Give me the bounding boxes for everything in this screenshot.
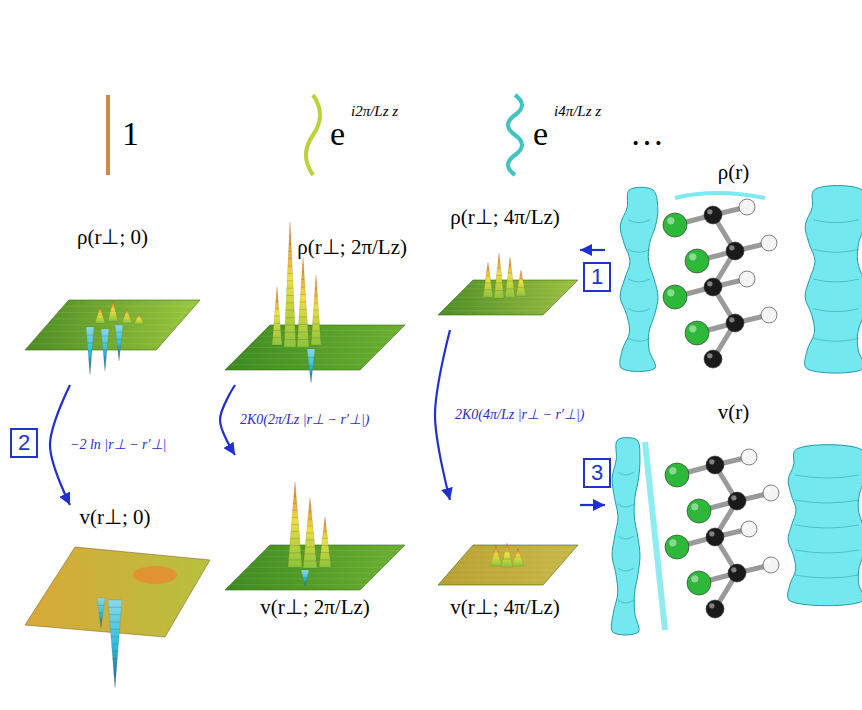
density-slice-plot: ρ(r⊥; 2π/Lz) xyxy=(215,195,415,385)
potential-slice-plot: v(r⊥; 0) xyxy=(15,505,215,690)
constant-line xyxy=(106,95,110,175)
plot-label: ρ(r) xyxy=(718,160,749,185)
plot-label: ρ(r⊥; 2π/Lz) xyxy=(297,235,407,260)
density-slice-plot: ρ(r⊥; 0) xyxy=(15,225,210,385)
plot-label: ρ(r⊥; 0) xyxy=(77,225,148,250)
plot-label: v(r⊥; 4π/Lz) xyxy=(450,595,560,620)
callout-number: 1 xyxy=(583,262,611,292)
plot-graphic xyxy=(215,195,415,385)
callout-number: 3 xyxy=(583,458,611,488)
potential-slice-plot: v(r⊥; 4π/Lz) xyxy=(430,500,580,620)
transform-arrow xyxy=(580,504,605,506)
transform-arrow xyxy=(580,249,605,251)
basis-exponent: i4π/Lz z xyxy=(554,104,601,119)
callout-number: 2 xyxy=(10,428,38,458)
plot-label: v(r⊥; 2π/Lz) xyxy=(260,595,370,620)
wave-two xyxy=(508,95,522,175)
kernel-label: 2K0(2π/Lz |r⊥ − r′⊥|) xyxy=(238,412,371,429)
kernel-label: 2K0(4π/Lz |r⊥ − r′⊥|) xyxy=(453,407,586,424)
wave-one xyxy=(306,95,320,175)
basis-exponent: i2π/Lz z xyxy=(351,104,398,119)
plot-graphic xyxy=(605,160,862,370)
potential-slice-plot: v(r⊥; 2π/Lz) xyxy=(215,455,415,620)
transform-arrow xyxy=(435,330,450,500)
basis-function: 1 xyxy=(122,117,139,151)
ellipsis: … xyxy=(630,117,664,151)
basis-function: e xyxy=(533,117,548,151)
basis-function: e xyxy=(330,117,345,151)
kernel-label: −2 ln |r⊥ − r′⊥| xyxy=(68,437,168,454)
plot-label: ρ(r⊥; 4π/Lz) xyxy=(450,205,560,230)
plot-graphic xyxy=(605,400,862,640)
density-slice-plot: ρ(r⊥; 4π/Lz) xyxy=(430,205,580,330)
density-isosurface: ρ(r) xyxy=(605,160,862,370)
potential-isosurface: v(r) xyxy=(605,400,862,640)
transform-arrow xyxy=(50,385,70,505)
plot-label: v(r⊥; 0) xyxy=(79,505,150,530)
transform-arrow xyxy=(220,385,235,455)
plot-label: v(r) xyxy=(718,400,749,425)
plot-graphic xyxy=(15,505,215,690)
